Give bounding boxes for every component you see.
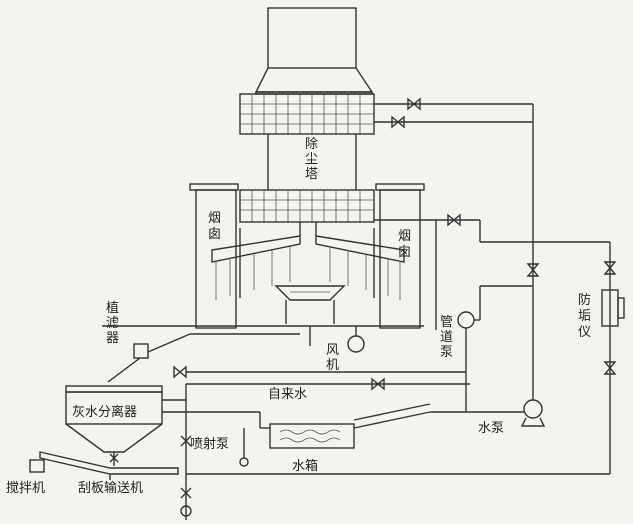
svg-text:器: 器	[106, 331, 119, 346]
label-ash-separator: 灰水分离器	[72, 404, 137, 420]
left-chimney	[189, 183, 241, 329]
label-left-chimney: 烟 囱	[208, 211, 221, 242]
tower-middle-grid	[239, 189, 375, 223]
mixer	[29, 459, 45, 473]
tower-hopper	[274, 285, 346, 324]
water-tank	[239, 403, 466, 467]
right-chimney	[373, 183, 425, 329]
svg-text:风: 风	[326, 343, 339, 358]
svg-text:滤: 滤	[106, 316, 119, 331]
tower-upper-grid	[239, 93, 375, 135]
svg-text:囱: 囱	[398, 245, 411, 260]
label-water-tank: 水箱	[292, 458, 318, 474]
svg-text:除: 除	[305, 137, 318, 152]
svg-text:烟: 烟	[398, 229, 411, 244]
fan	[309, 326, 365, 353]
anti-scale-device	[533, 241, 625, 474]
svg-text:仪: 仪	[578, 325, 591, 340]
pipeline-pump	[457, 263, 540, 412]
label-right-chimney: 烟 囱	[398, 229, 411, 260]
scraper-conveyor	[39, 451, 179, 480]
svg-text:烟: 烟	[208, 211, 221, 226]
label-anti-scale: 防 垢 仪	[578, 292, 591, 340]
flue-baffles	[211, 222, 405, 300]
tower-upper-column	[254, 7, 374, 95]
ash-water-separator	[65, 385, 260, 466]
label-plant-filter: 植 滤 器	[106, 301, 119, 346]
label-jet-pump: 喷射泵	[190, 436, 229, 452]
jet-pump	[180, 384, 610, 520]
top-water-lines	[374, 97, 534, 384]
svg-text:植: 植	[106, 301, 119, 316]
label-scraper-conveyor: 刮板输送机	[78, 480, 143, 496]
svg-text:塔: 塔	[305, 167, 318, 182]
svg-text:尘: 尘	[305, 152, 318, 167]
label-mixer: 搅拌机	[6, 480, 45, 496]
label-water-pump: 水泵	[478, 421, 504, 436]
water-pump	[466, 384, 546, 427]
svg-text:防: 防	[578, 292, 591, 308]
label-fan: 风 机	[326, 343, 339, 373]
svg-text:机: 机	[326, 358, 339, 373]
label-tap-water: 自来水	[268, 387, 307, 402]
svg-text:道: 道	[440, 330, 453, 345]
svg-text:泵: 泵	[440, 345, 453, 360]
svg-text:管: 管	[440, 315, 453, 330]
label-dust-tower: 除 尘 塔	[305, 137, 318, 182]
plant-filter	[107, 333, 300, 383]
svg-text:囱: 囱	[208, 227, 221, 242]
label-pipeline-pump: 管 道 泵	[440, 315, 453, 360]
tap-water-line	[173, 365, 470, 391]
dust-tower-body	[267, 134, 357, 190]
svg-text:垢: 垢	[578, 309, 591, 324]
